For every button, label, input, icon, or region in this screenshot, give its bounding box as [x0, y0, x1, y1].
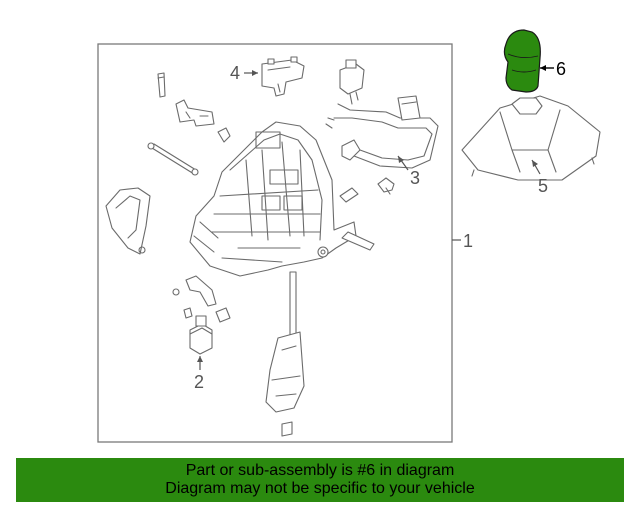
callout-5-label: 5 [538, 176, 548, 196]
info-banner: Part or sub-assembly is #6 in diagram Di… [16, 458, 624, 502]
callout-6: 6 [540, 59, 566, 79]
shift-knob-part-6[interactable] [503, 29, 541, 93]
shift-boot [461, 95, 601, 181]
callout-4: 4 [230, 63, 258, 83]
long-rod [147, 142, 199, 176]
solenoid-lever [172, 275, 231, 323]
callout-1-label: 1 [463, 231, 473, 251]
callout-3: 3 [397, 155, 420, 188]
callout-6-label: 6 [556, 59, 566, 79]
banner-line-1: Part or sub-assembly is #6 in diagram [185, 462, 455, 479]
solenoid-part-2 [189, 315, 213, 355]
bolt-part [377, 177, 395, 195]
callout-5: 5 [531, 159, 548, 196]
callout-1: 1 [452, 231, 473, 251]
callout-2-label: 2 [194, 372, 204, 392]
parts-diagram: 1 4 [97, 29, 601, 443]
side-cover [105, 187, 151, 255]
link-pin [341, 231, 375, 251]
shift-lever [265, 271, 305, 437]
callout-4-label: 4 [230, 63, 240, 83]
bracket-part-4 [261, 56, 305, 97]
callout-3-label: 3 [410, 168, 420, 188]
clip-part [217, 127, 231, 143]
wire-harness [325, 95, 439, 169]
callout-2: 2 [194, 356, 204, 392]
switch-connector [339, 59, 365, 105]
shifter-housing [189, 121, 357, 277]
banner-line-2: Diagram may not be specific to your vehi… [165, 480, 475, 497]
grommet-part [317, 246, 329, 258]
pin-part [157, 72, 166, 98]
small-bracket [339, 187, 359, 203]
slotted-bracket [175, 99, 215, 127]
assembly-frame [97, 43, 453, 443]
